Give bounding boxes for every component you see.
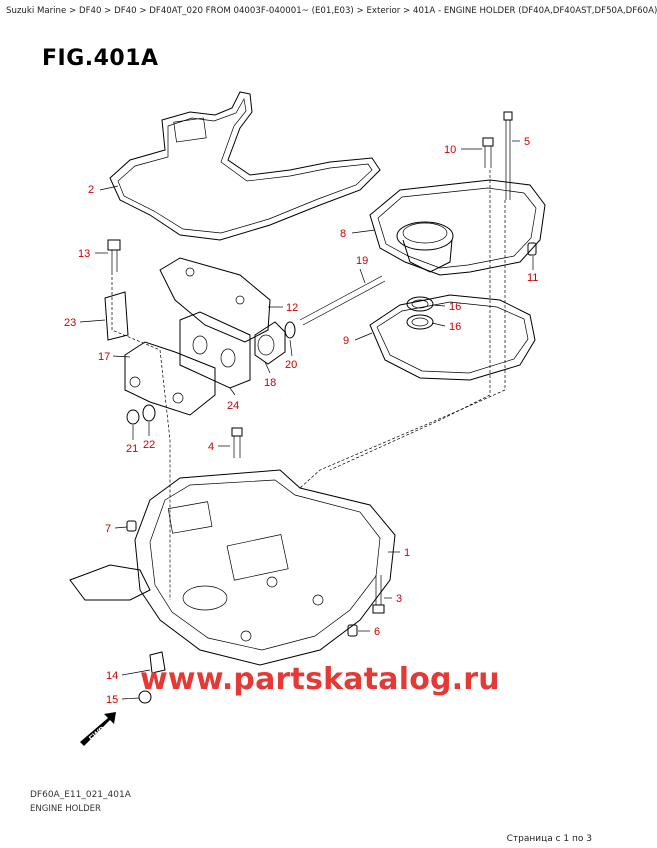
washer-part-22[interactable]: [142, 404, 156, 422]
callout-24[interactable]: 24: [227, 400, 239, 412]
diagram-name: ENGINE HOLDER: [30, 804, 101, 814]
callout-17[interactable]: 17: [98, 351, 110, 363]
washer-part-20[interactable]: [284, 321, 296, 339]
callout-16-upper[interactable]: 16: [449, 301, 461, 313]
dowel-pin-part-6[interactable]: [347, 624, 358, 637]
callout-6[interactable]: 6: [374, 626, 380, 638]
engine-holder-plate-part-8[interactable]: [369, 179, 546, 276]
callout-14[interactable]: 14: [106, 670, 118, 682]
nut-part-21[interactable]: [126, 409, 140, 425]
bracket-part-23[interactable]: [104, 291, 129, 341]
watermark: www.partskatalog.ru: [140, 662, 500, 697]
mount-rubber-part-18[interactable]: [254, 321, 286, 365]
nut-part-15[interactable]: [138, 690, 152, 704]
bolt-part-14[interactable]: [149, 651, 166, 674]
callout-18[interactable]: 18: [264, 377, 276, 389]
callout-22[interactable]: 22: [143, 439, 155, 451]
holder-part-17[interactable]: [124, 341, 216, 416]
exploded-parts-diagram: FWD 1 2 3 4 5 6 7 8: [64, 91, 546, 746]
callout-9[interactable]: 9: [343, 335, 349, 347]
stud-part-19[interactable]: [299, 275, 386, 326]
figure-title: FIG.401A: [42, 46, 159, 71]
callout-7[interactable]: 7: [105, 523, 111, 535]
callout-leaders: [79, 140, 534, 700]
plate-part-24[interactable]: [179, 311, 251, 389]
engine-holder-part-1[interactable]: [69, 469, 396, 666]
callout-21[interactable]: 21: [126, 443, 138, 455]
bolt-part-3[interactable]: [372, 575, 385, 614]
seal-part-16-upper[interactable]: [406, 296, 434, 312]
callout-4[interactable]: 4: [208, 441, 214, 453]
callout-20[interactable]: 20: [285, 359, 297, 371]
callout-19[interactable]: 19: [356, 255, 368, 267]
callout-23[interactable]: 23: [64, 317, 76, 329]
diagram-code: DF60A_E11_021_401A: [30, 790, 131, 800]
seal-part-16-lower[interactable]: [406, 314, 434, 330]
fwd-label: FWD: [87, 724, 107, 743]
callout-16-lower[interactable]: 16: [449, 321, 461, 333]
callout-labels: 1 2 3 4 5 6 7 8 9 10 11 12 13 14 15 16 1…: [64, 136, 538, 706]
callout-12[interactable]: 12: [286, 302, 298, 314]
bolt-part-5[interactable]: [503, 111, 513, 200]
callout-8[interactable]: 8: [340, 228, 346, 240]
callout-3[interactable]: 3: [396, 593, 402, 605]
bolt-part-10[interactable]: [482, 137, 494, 168]
bolt-part-4[interactable]: [231, 427, 243, 458]
gasket-part-2[interactable]: [109, 91, 381, 241]
assembly-guide-lines: [111, 170, 506, 600]
callout-2[interactable]: 2: [88, 184, 94, 196]
callout-10[interactable]: 10: [444, 144, 456, 156]
callout-1[interactable]: 1: [404, 547, 410, 559]
pin-part-7[interactable]: [126, 520, 137, 532]
callout-13[interactable]: 13: [78, 248, 90, 260]
page-indicator: Страница с 1 по 3: [506, 834, 592, 844]
callout-11[interactable]: 11: [527, 272, 538, 284]
dowel-pin-part-11[interactable]: [527, 242, 537, 256]
breadcrumb[interactable]: Suzuki Marine > DF40 > DF40 > DF40AT_020…: [6, 6, 657, 16]
callout-15[interactable]: 15: [106, 694, 118, 706]
bracket-part-12[interactable]: [159, 257, 271, 343]
fwd-arrow-icon: FWD: [80, 712, 116, 746]
callout-5[interactable]: 5: [524, 136, 530, 148]
bolt-part-13[interactable]: [107, 239, 121, 272]
